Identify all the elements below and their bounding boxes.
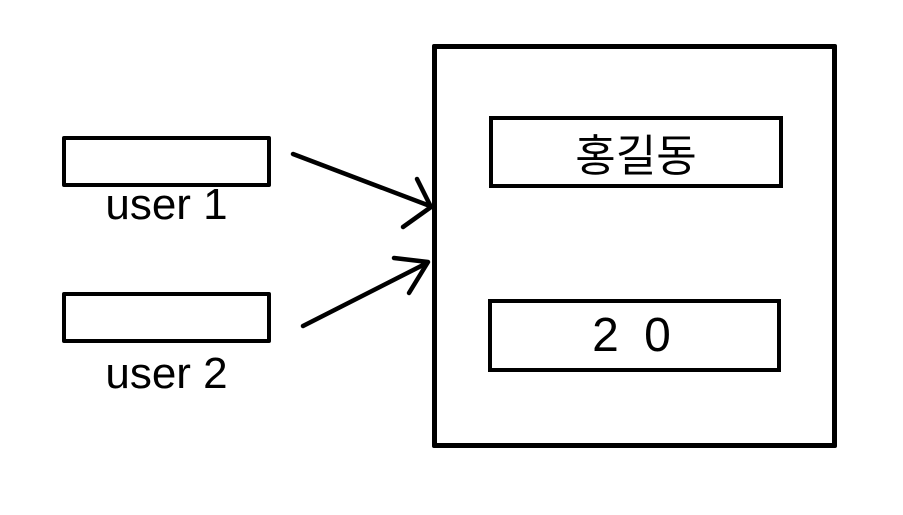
record-box [432,44,837,448]
arrow-user1-to-record-icon [290,151,434,230]
user1-label: user 1 [105,180,228,229]
arrow-user2-to-record-icon [300,255,431,329]
user2-input-box [62,292,271,343]
name-field-box: 홍길동 [489,116,783,188]
name-field-value: 홍길동 [575,132,697,181]
age-field-box: 2 0 [488,299,781,372]
user1-input-box [62,136,271,187]
age-field-value: 2 0 [592,309,677,362]
user2-label: user 2 [105,349,228,398]
